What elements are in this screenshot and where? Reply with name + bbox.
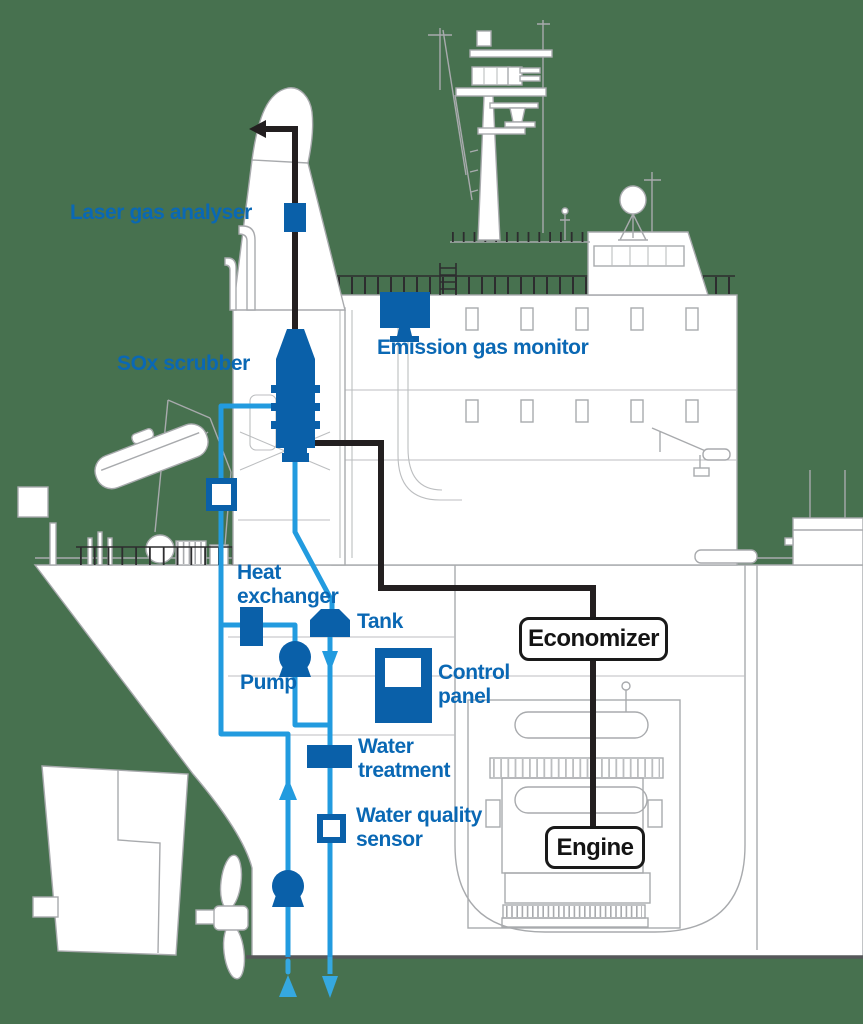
heat-exchanger-icon [240,607,263,646]
lifeboat-davit [94,399,232,546]
label-control-panel: Control panel [438,661,510,708]
sea-intake-arrow [279,975,297,997]
funnel-top-platform [450,232,590,243]
main-engine [467,681,681,929]
overboard-arrow [322,976,338,998]
window-row-lower [465,399,699,423]
label-water-treatment: Water treatment [358,735,451,782]
label-sox-scrubber: SOx scrubber [117,352,250,375]
label-tank: Tank [357,610,403,633]
pump-icon [279,641,311,677]
superstructure [331,263,758,566]
laser-gas-analyser-icon [284,203,306,232]
roof-ladder [439,263,457,295]
mast [428,20,553,241]
rudder [41,765,189,956]
flow-arrow-up [279,778,297,800]
aerial-post [560,207,570,240]
economizer-box: Economizer [519,617,668,661]
exhaust-arrow [249,120,266,138]
label-heat-exchanger: Heat exchanger [237,561,339,608]
water-quality-sensor-icon [317,814,346,843]
stern-deck-equipment [17,486,240,566]
discharge-pipe [292,458,338,998]
seawater-pump-icon [272,870,304,907]
propeller [32,854,249,980]
engine-room [228,565,746,933]
flow-arrow-down [322,651,338,672]
exhaust-pipe-run [249,120,596,828]
deck-crane [651,427,731,477]
radar-dome [618,185,648,241]
label-pump: Pump [240,671,297,694]
bridge [587,172,709,296]
right-deckhouse [784,470,863,566]
emission-gas-monitor-icon [380,292,430,342]
sox-scrubber-vessel [271,329,320,462]
hull-sensor-icon [206,478,237,511]
tank-icon [310,609,350,637]
control-panel-icon [375,648,432,723]
label-water-quality-sensor: Water quality sensor [356,804,482,851]
engine-box: Engine [545,826,645,869]
label-emission-gas-monitor: Emission gas monitor [377,336,589,359]
window-row-upper [465,307,699,331]
label-laser-gas-analyser: Laser gas analyser [70,201,252,224]
water-treatment-icon [307,745,352,768]
seawater-supply-pipe [218,403,297,997]
